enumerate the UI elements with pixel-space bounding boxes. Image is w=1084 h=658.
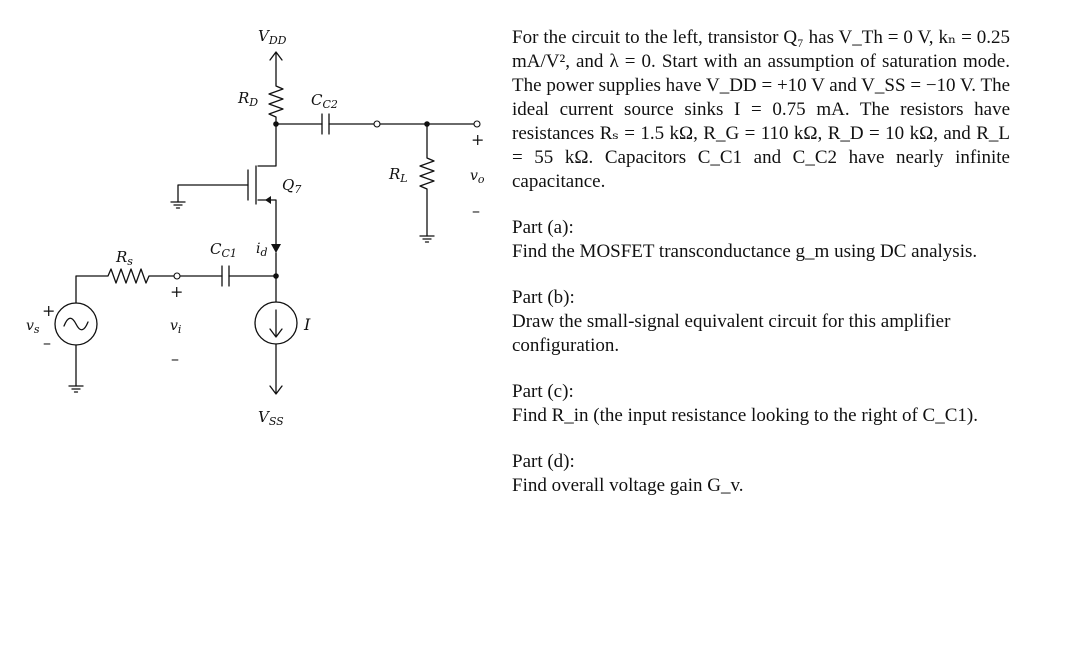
part-d-heading: Part (d): xyxy=(512,451,575,472)
svg-text:VSS: VSS xyxy=(258,408,284,428)
drain-node xyxy=(273,121,323,127)
part-b: Part (b): Draw the small-signal equivale… xyxy=(512,286,1010,358)
input-port: + vi – xyxy=(170,272,183,368)
current-source: I VSS xyxy=(254,252,311,428)
mosfet-q7: Q7 xyxy=(170,123,301,249)
part-c-heading: Part (c): xyxy=(512,381,574,402)
capacitor-cc2: CC2 xyxy=(311,91,381,135)
resistor-rs: Rs xyxy=(75,248,175,304)
part-b-text: Draw the small-signal equivalent circuit… xyxy=(512,311,951,356)
svg-text:vs: vs xyxy=(26,318,40,336)
svg-text:+: + xyxy=(42,301,55,320)
svg-text:Rs: Rs xyxy=(115,248,133,268)
svg-text:–: – xyxy=(43,333,51,352)
svg-text:I: I xyxy=(303,315,311,334)
resistor-rl: RL xyxy=(388,123,435,243)
part-a: Part (a): Find the MOSFET transconductan… xyxy=(512,216,1010,264)
part-d: Part (d): Find overall voltage gain G_v. xyxy=(512,450,1010,498)
svg-text:vi: vi xyxy=(170,318,181,336)
svg-text:CC1: CC1 xyxy=(210,240,237,260)
voltage-source-vs: + – vs xyxy=(26,301,98,393)
svg-text:vo: vo xyxy=(470,168,485,186)
svg-text:Q7: Q7 xyxy=(282,176,301,196)
svg-text:–: – xyxy=(171,349,179,368)
vdd-supply: VDD xyxy=(258,27,287,85)
part-b-heading: Part (b): xyxy=(512,287,575,308)
svg-text:+: + xyxy=(170,282,183,301)
resistor-rd: RD xyxy=(237,83,284,125)
part-d-text: Find overall voltage gain G_v. xyxy=(512,475,744,496)
svg-text:+: + xyxy=(471,130,484,149)
svg-text:RD: RD xyxy=(237,89,258,109)
capacitor-cc1: CC1 xyxy=(179,240,277,287)
problem-statement: For the circuit to the left, transistor … xyxy=(512,26,1010,498)
svg-text:VDD: VDD xyxy=(258,27,287,47)
svg-text:CC2: CC2 xyxy=(311,91,338,111)
svg-text:–: – xyxy=(472,201,480,220)
part-c-text: Find R_in (the input resistance looking … xyxy=(512,405,978,426)
drain-current-arrow: id xyxy=(256,241,281,279)
part-a-heading: Part (a): xyxy=(512,217,574,238)
svg-text:id: id xyxy=(256,241,268,259)
problem-intro: For the circuit to the left, transistor … xyxy=(512,27,1010,192)
svg-text:RL: RL xyxy=(388,165,408,185)
circuit-diagram: VDD RD CC2 + vo – RL Q xyxy=(26,27,485,428)
part-c: Part (c): Find R_in (the input resistanc… xyxy=(512,380,1010,428)
part-a-text: Find the MOSFET transconductance g_m usi… xyxy=(512,241,978,262)
